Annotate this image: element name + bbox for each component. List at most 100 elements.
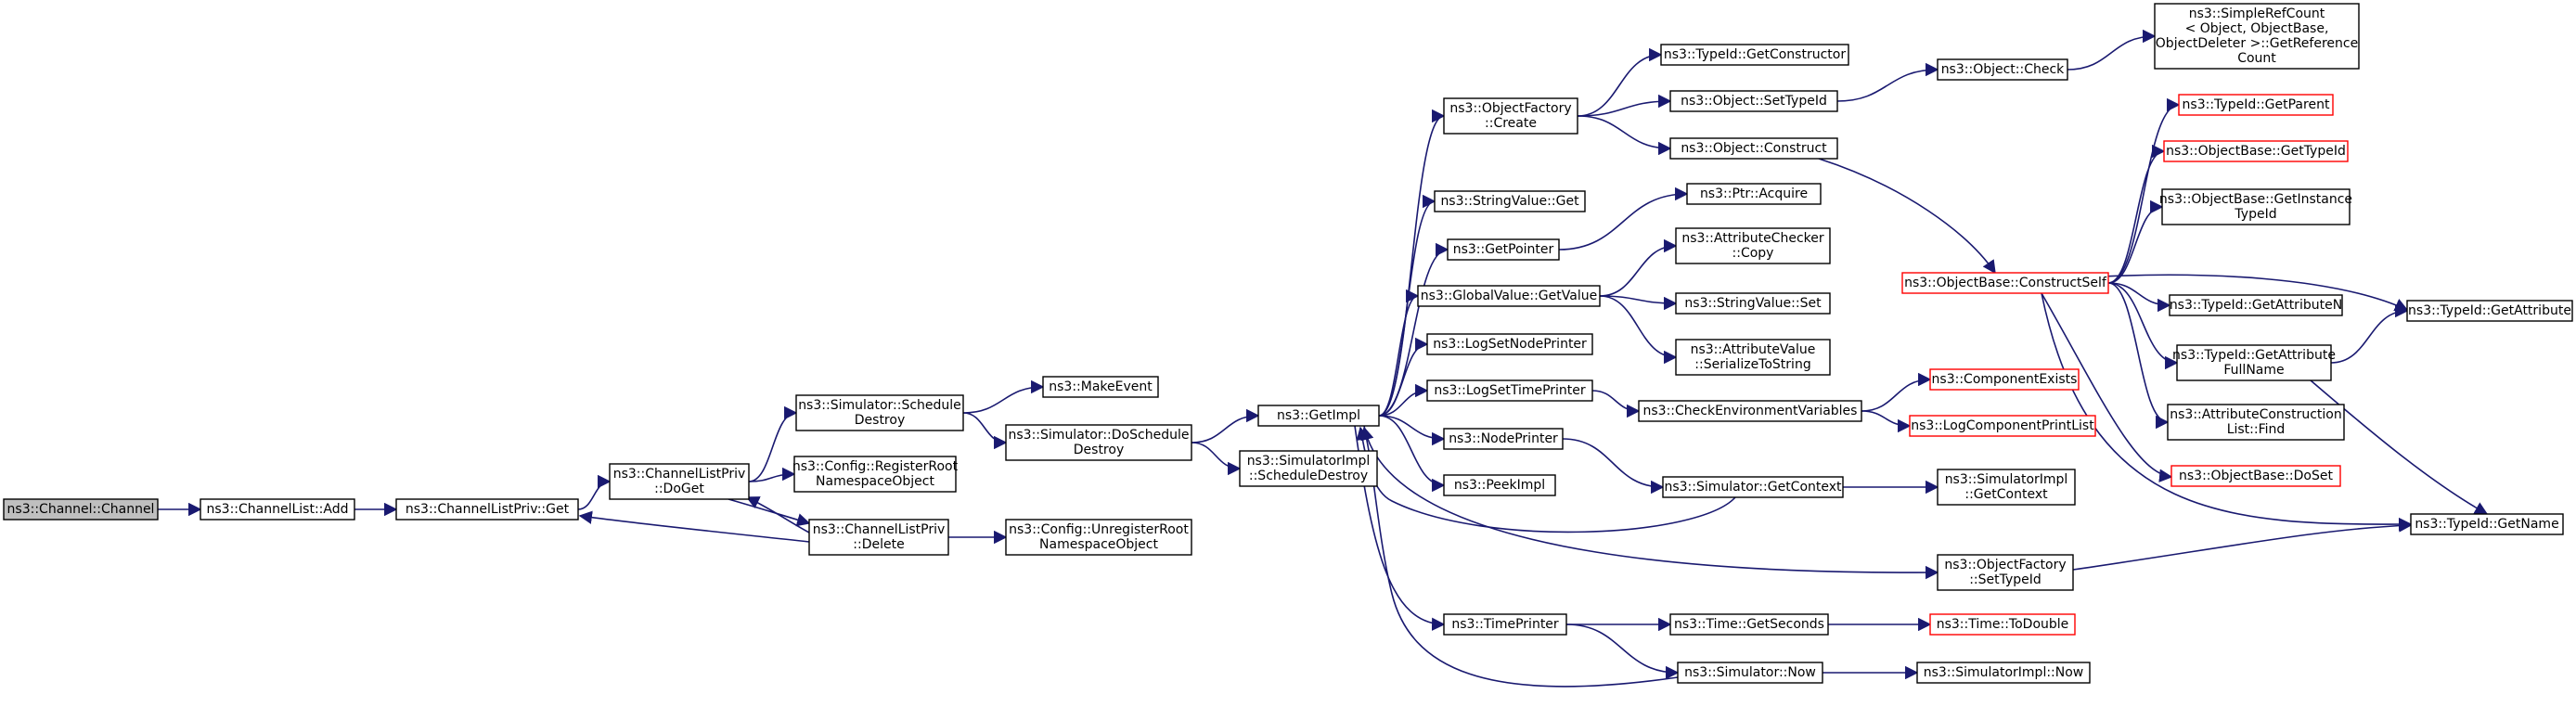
node-label: Count [2237, 51, 2276, 66]
node-box [1937, 58, 2068, 81]
node-box [1638, 400, 1862, 422]
node-box [1005, 424, 1192, 461]
node-objbase-constructself[interactable]: ns3::ObjectBase::ConstructSelf [1901, 272, 2109, 294]
edge-sim_doschedule-to-simimpl_sched [1191, 442, 1242, 476]
node-box [1686, 183, 1822, 205]
node-label: ns3::AttributeConstruction [2170, 407, 2341, 422]
node-object-settypeid[interactable]: ns3::Object::SetTypeId [1669, 90, 1838, 112]
edge-objbase_constructself-to-objbase_getinstance [2107, 199, 2164, 284]
edge-objbase_constructself-to-objbase_doset [2041, 292, 2173, 482]
edge-objfac_create-to-object_settypeid [1577, 94, 1672, 117]
edge-objbase_constructself-to-objbase_gettypeid [2107, 144, 2166, 284]
edges-layer [158, 29, 2489, 688]
node-clp-delete[interactable]: ns3::ChannelListPriv::Delete [808, 519, 949, 556]
node-box [2169, 294, 2343, 316]
node-box [1443, 428, 1564, 450]
node-object-check[interactable]: ns3::Object::Check [1937, 58, 2068, 81]
node-sim-getcontext[interactable]: ns3::Simulator::GetContext [1662, 476, 1844, 498]
node-log-component-print[interactable]: ns3::LogComponentPrintList [1909, 415, 2096, 437]
node-object-construct[interactable]: ns3::Object::Construct [1669, 137, 1838, 160]
node-label: ns3::Time::ToDouble [1937, 617, 2069, 632]
node-box [1660, 44, 1849, 66]
node-channel[interactable]: ns3::Channel::Channel [3, 498, 159, 521]
node-label: ns3::GlobalValue::GetValue [1421, 289, 1597, 303]
node-box [1434, 190, 1586, 212]
node-peek-impl[interactable]: ns3::PeekImpl [1443, 474, 1556, 496]
node-sim-now[interactable]: ns3::Simulator::Now [1677, 662, 1823, 684]
node-typeid-getattrn[interactable]: ns3::TypeId::GetAttributeN [2169, 294, 2343, 316]
edge-clp_doget-to-cfg_register [748, 467, 796, 482]
edge-object_construct-to-objbase_constructself [1818, 158, 1996, 275]
node-clp-get[interactable]: ns3::ChannelListPriv::Get [395, 498, 579, 521]
node-time-printer[interactable]: ns3::TimePrinter [1443, 613, 1567, 636]
edge-get_impl-to-node_printer [1378, 415, 1446, 446]
node-make-event[interactable]: ns3::MakeEvent [1042, 376, 1159, 398]
node-label: List::Find [2227, 422, 2286, 437]
node-simimpl-sched[interactable]: ns3::SimulatorImpl::ScheduleDestroy [1239, 450, 1378, 487]
edge-get_impl-to-stringvalue_get [1378, 194, 1436, 417]
node-time-getseconds[interactable]: ns3::Time::GetSeconds [1669, 613, 1829, 636]
node-box [1929, 368, 2080, 391]
node-objfac-settypeid[interactable]: ns3::ObjectFactory::SetTypeId [1937, 554, 2074, 591]
edge-objbase_constructself-to-typeid_getattribute [2068, 274, 2409, 312]
node-node-printer[interactable]: ns3::NodePrinter [1443, 428, 1564, 450]
node-label: ns3::ObjectFactory [1449, 101, 1571, 116]
node-stringvalue-get[interactable]: ns3::StringValue::Get [1434, 190, 1586, 212]
node-typeid-getattribute[interactable]: ns3::TypeId::GetAttribute [2406, 300, 2573, 322]
node-label: ns3::LogSetTimePrinter [1434, 383, 1586, 398]
node-typeid-getname[interactable]: ns3::TypeId::GetName [2410, 513, 2564, 535]
node-label: TypeId [2234, 207, 2276, 222]
node-label: ns3::SimpleRefCount [2189, 6, 2325, 21]
node-attrchecker-copy[interactable]: ns3::AttributeChecker::Copy [1675, 227, 1831, 264]
node-sim-schedule-destroy[interactable]: ns3::Simulator::ScheduleDestroy [795, 394, 964, 431]
node-label: ns3::TypeId::GetAttribute [2408, 303, 2571, 318]
node-label: ::Copy [1732, 246, 1774, 261]
node-simimpl-getcontext[interactable]: ns3::SimulatorImpl::GetContext [1937, 469, 2076, 506]
node-typeid-getparent[interactable]: ns3::TypeId::GetParent [2178, 94, 2334, 116]
node-label: ns3::SimulatorImpl::Now [1924, 665, 2084, 680]
node-clp-doget[interactable]: ns3::ChannelListPriv::DoGet [609, 463, 750, 500]
node-get-pointer[interactable]: ns3::GetPointer [1447, 238, 1560, 261]
node-objfac-create[interactable]: ns3::ObjectFactory::Create [1443, 97, 1578, 135]
node-objbase-doset[interactable]: ns3::ObjectBase::DoSet [2170, 465, 2341, 487]
node-ptr-acquire[interactable]: ns3::Ptr::Acquire [1686, 183, 1822, 205]
node-typeid-getctor[interactable]: ns3::TypeId::GetConstructor [1660, 44, 1849, 66]
node-time-todouble[interactable]: ns3::Time::ToDouble [1929, 613, 2076, 636]
node-check-env[interactable]: ns3::CheckEnvironmentVariables [1638, 400, 1862, 422]
node-simimpl-now[interactable]: ns3::SimulatorImpl::Now [1916, 662, 2091, 684]
node-get-impl[interactable]: ns3::GetImpl [1257, 405, 1380, 427]
node-log-set-node[interactable]: ns3::LogSetNodePrinter [1426, 333, 1593, 355]
node-box [395, 498, 579, 521]
edge-clp_get-to-clp_doget [577, 474, 612, 510]
node-label: FullName [2223, 363, 2284, 378]
node-label: ObjectDeleter >::GetReference [2156, 36, 2358, 51]
node-attrvalue-serialize[interactable]: ns3::AttributeValue::SerializeToString [1675, 339, 1831, 376]
node-label: ns3::GetPointer [1453, 242, 1554, 257]
node-label: ns3::PeekImpl [1454, 478, 1545, 493]
edge-objfac_create-to-typeid_getctor [1577, 47, 1663, 117]
node-label: Destroy [855, 413, 905, 428]
node-component-exists[interactable]: ns3::ComponentExists [1929, 368, 2080, 391]
node-log-set-time[interactable]: ns3::LogSetTimePrinter [1426, 379, 1593, 402]
node-label: ns3::Simulator::DoSchedule [1009, 428, 1190, 443]
node-label: ns3::Object::Check [1941, 62, 2065, 77]
edge-globalvalue_get-to-stringvalue_set [1599, 295, 1678, 311]
node-label: ns3::AttributeValue [1691, 342, 1816, 357]
edge-get_impl-to-log_set_node [1378, 337, 1429, 417]
node-objbase-gettypeid[interactable]: ns3::ObjectBase::GetTypeId [2163, 140, 2349, 162]
node-box [2176, 344, 2332, 381]
node-box [1675, 227, 1831, 264]
edge-clp_doget-to-sim_schedule_destroy [748, 405, 798, 482]
node-simplerefcount[interactable]: ns3::SimpleRefCount< Object, ObjectBase,… [2154, 3, 2360, 70]
nodes-layer: ns3::Channel::Channel ns3::ChannelList::A… [3, 3, 2573, 684]
node-stringvalue-set[interactable]: ns3::StringValue::Set [1675, 292, 1831, 315]
node-globalvalue-get[interactable]: ns3::GlobalValue::GetValue [1417, 285, 1601, 307]
node-box [1417, 285, 1601, 307]
node-cl-add[interactable]: ns3::ChannelList::Add [200, 498, 355, 521]
node-cfg-unregister[interactable]: ns3::Config::UnregisterRootNamespaceObje… [1005, 519, 1192, 556]
